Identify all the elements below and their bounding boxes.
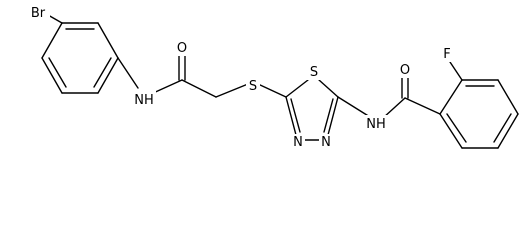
atom-label-s-ring: S	[310, 65, 318, 80]
bond	[285, 96, 297, 136]
atom-s-ring: S	[307, 64, 321, 80]
atom-label-n-ring-b: N	[321, 135, 331, 150]
bromophenyl-ring	[41, 22, 119, 94]
bond-ring-br	[47, 14, 63, 24]
molecule-figure: Br O NH S S N N NH O F	[26, 4, 519, 150]
inner-double-bond	[290, 98, 301, 133]
bond-ring-f	[449, 61, 463, 81]
bond-s-ring	[257, 83, 287, 98]
inner-double-bond	[493, 113, 512, 143]
bond	[497, 113, 519, 149]
inner-double-bond	[93, 57, 112, 88]
molecule-structure: Br O NH S S N N NH O F	[26, 4, 519, 150]
atom-n-ring-a: N	[291, 134, 305, 150]
atom-label-f: F	[443, 47, 450, 62]
bond	[41, 22, 63, 59]
atom-nh-benzamide: NH	[364, 115, 388, 132]
atom-s-thioether: S	[246, 78, 260, 94]
atom-nh-amide: NH	[132, 91, 156, 108]
bond-ch2-s	[215, 83, 249, 98]
atom-o-benzamide: O	[398, 62, 412, 78]
atom-label-br: Br	[31, 6, 46, 21]
bond	[318, 79, 339, 98]
bond	[97, 22, 119, 59]
bond-nh-carbonyl	[150, 79, 183, 95]
bond-ring-nh	[117, 57, 139, 89]
bond-carbonyl-ch2	[181, 79, 217, 98]
atom-label-nh-benzamide: NH	[366, 117, 386, 132]
inner-double-bond	[446, 113, 467, 143]
bond-nh-carbonyl	[382, 97, 406, 119]
inner-double-bond	[323, 98, 334, 133]
bond	[285, 79, 309, 98]
bond	[439, 113, 463, 149]
atom-label-n-ring-a: N	[293, 135, 303, 150]
atom-label-s-thioether: S	[249, 79, 257, 94]
bond	[497, 79, 519, 115]
inner-double-bond	[48, 57, 67, 88]
atom-label-o-amide: O	[177, 41, 187, 56]
fluorophenyl-ring	[439, 79, 519, 149]
bond	[41, 57, 63, 94]
atom-o-amide: O	[175, 40, 189, 56]
bond	[97, 57, 119, 94]
atom-n-ring-b: N	[319, 134, 333, 150]
bond-ring-nh	[337, 96, 371, 118]
atom-label-o-benzamide: O	[400, 63, 410, 78]
atom-label-nh-amide: NH	[134, 93, 154, 108]
thiadiazole-ring	[285, 79, 339, 141]
bond	[327, 96, 339, 136]
bond-carbonyl-ring	[404, 97, 441, 115]
atom-f: F	[440, 46, 454, 62]
atom-br: Br	[26, 4, 50, 21]
bond	[439, 79, 463, 115]
